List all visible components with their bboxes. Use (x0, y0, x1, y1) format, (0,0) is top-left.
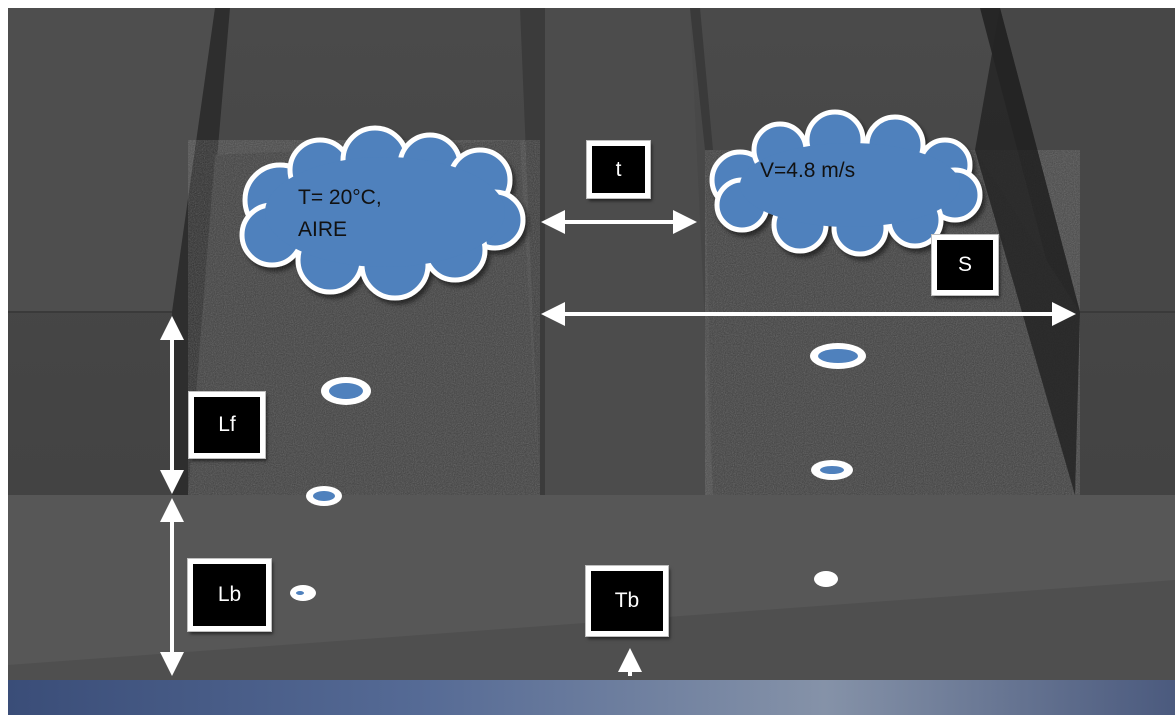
label-lf: Lf (189, 392, 265, 458)
ellipse-marker-fill (329, 383, 363, 399)
ellipse-marker (814, 571, 838, 587)
label-s: S (932, 235, 998, 295)
label-t: t (587, 141, 650, 198)
cloud-right (709, 109, 983, 257)
flow-ellipses (290, 343, 866, 601)
label-lb: Lb (188, 559, 271, 631)
cloud-left (239, 125, 526, 301)
right-outer-block (985, 8, 1175, 312)
left-fin-shadow (172, 8, 230, 495)
ellipse-marker-fill (818, 349, 858, 363)
bottom-strip (8, 680, 1175, 715)
center-channel (520, 8, 713, 495)
right-fin-edge (690, 8, 713, 150)
dimension-arrows (160, 210, 1076, 676)
ellipse-marker-fill (820, 466, 844, 474)
label-tb: Tb (586, 566, 668, 636)
ellipse-marker-fill (296, 591, 304, 595)
cloud-right-text: V=4.8 m/s (760, 159, 856, 182)
ellipse-marker-fill (313, 491, 335, 501)
right-fin-inner-face (975, 8, 1080, 495)
cloud-left-text: T= 20°C, AIRE (298, 186, 382, 241)
left-outer-block (8, 8, 215, 312)
center-shadow-edge (520, 8, 545, 495)
